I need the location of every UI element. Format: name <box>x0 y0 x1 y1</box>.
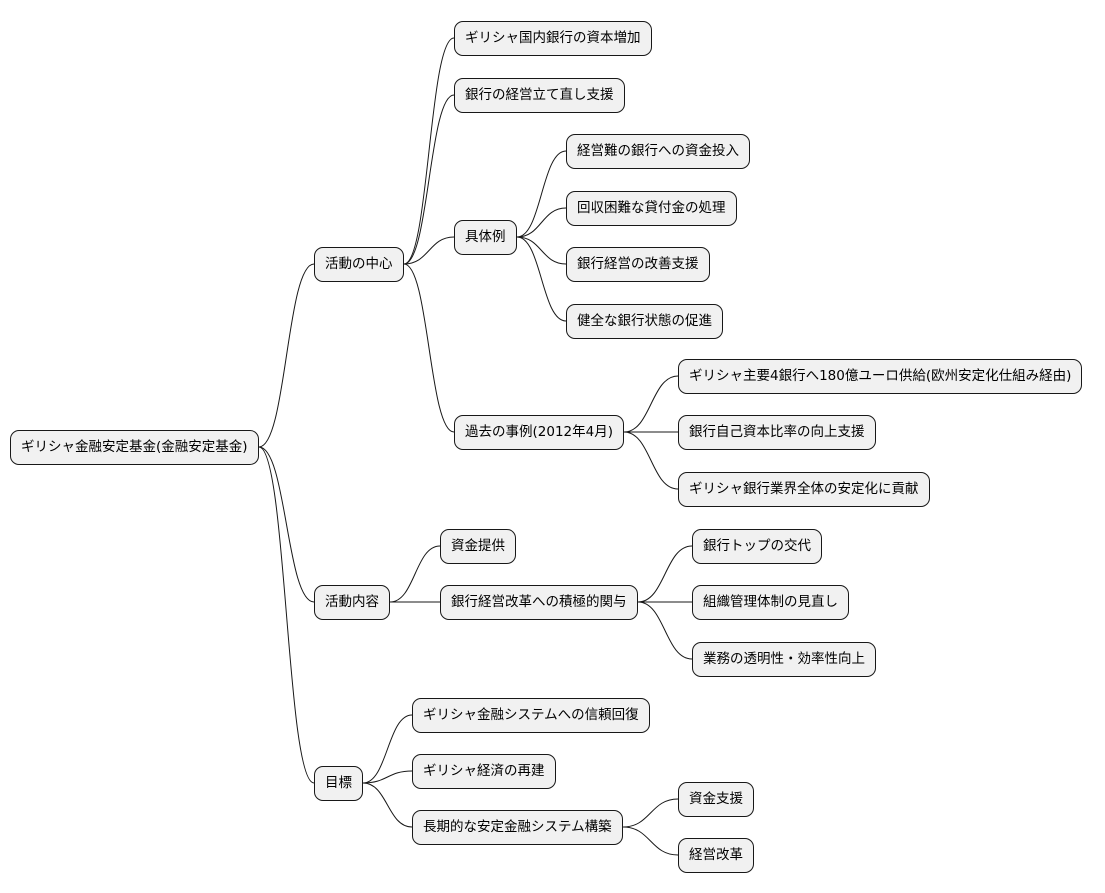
leaf-node: 経営難の銀行への資金投入 <box>566 133 750 169</box>
leaf-node: 健全な銀行状態の促進 <box>566 303 723 339</box>
connector-line <box>403 37 455 265</box>
branch-node-goals: 目標 <box>314 765 363 801</box>
connector-line <box>622 798 679 828</box>
connector-line <box>362 714 413 784</box>
connector-line <box>516 236 567 322</box>
leaf-node: 資金提供 <box>440 528 516 564</box>
leaf-node: 業務の透明性・効率性向上 <box>692 641 876 677</box>
connector-line <box>389 545 441 603</box>
leaf-node: 回収困難な貸付金の処理 <box>566 190 737 226</box>
connector-line <box>362 782 413 828</box>
subbranch-node-management-reform: 銀行経営改革への積極的関与 <box>440 584 638 620</box>
connector-line <box>258 446 315 784</box>
subbranch-node-past-case: 過去の事例(2012年4月) <box>454 414 624 450</box>
leaf-node: 経営改革 <box>678 837 754 873</box>
leaf-node: ギリシャ経済の再建 <box>412 753 556 789</box>
branch-node-activities: 活動内容 <box>314 584 390 620</box>
leaf-node: 資金支援 <box>678 781 754 817</box>
leaf-node: ギリシャ金融システムへの信頼回復 <box>412 697 650 733</box>
leaf-node: 銀行の経営立て直し支援 <box>454 77 625 113</box>
connector-line <box>623 375 679 433</box>
connector-line <box>362 770 413 784</box>
connector-line <box>622 826 679 856</box>
leaf-node: ギリシャ国内銀行の資本増加 <box>454 20 652 56</box>
branch-node-activity-core: 活動の中心 <box>314 246 404 282</box>
connector-line <box>258 446 315 603</box>
connector-line <box>516 207 567 238</box>
root-node: ギリシャ金融安定基金(金融安定基金) <box>10 429 259 465</box>
connector-line <box>403 236 455 265</box>
leaf-node: 銀行トップの交代 <box>692 528 822 564</box>
connector-line <box>623 431 679 490</box>
connector-line <box>637 601 693 660</box>
connector-line <box>637 545 693 603</box>
leaf-node: ギリシャ銀行業界全体の安定化に貢献 <box>678 471 930 507</box>
connector-line <box>516 236 567 265</box>
subbranch-node-examples: 具体例 <box>454 219 517 255</box>
connector-line <box>516 150 567 238</box>
connector-line <box>403 94 455 265</box>
leaf-node: 組織管理体制の見直し <box>692 584 849 620</box>
connector-line <box>258 263 315 448</box>
leaf-node: ギリシャ主要4銀行へ180億ユーロ供給(欧州安定化仕組み経由) <box>678 358 1083 394</box>
connector-line <box>403 263 455 433</box>
leaf-node: 銀行自己資本比率の向上支援 <box>678 414 876 450</box>
subbranch-node-long-term-system: 長期的な安定金融システム構築 <box>412 809 623 845</box>
leaf-node: 銀行経営の改善支援 <box>566 246 710 282</box>
